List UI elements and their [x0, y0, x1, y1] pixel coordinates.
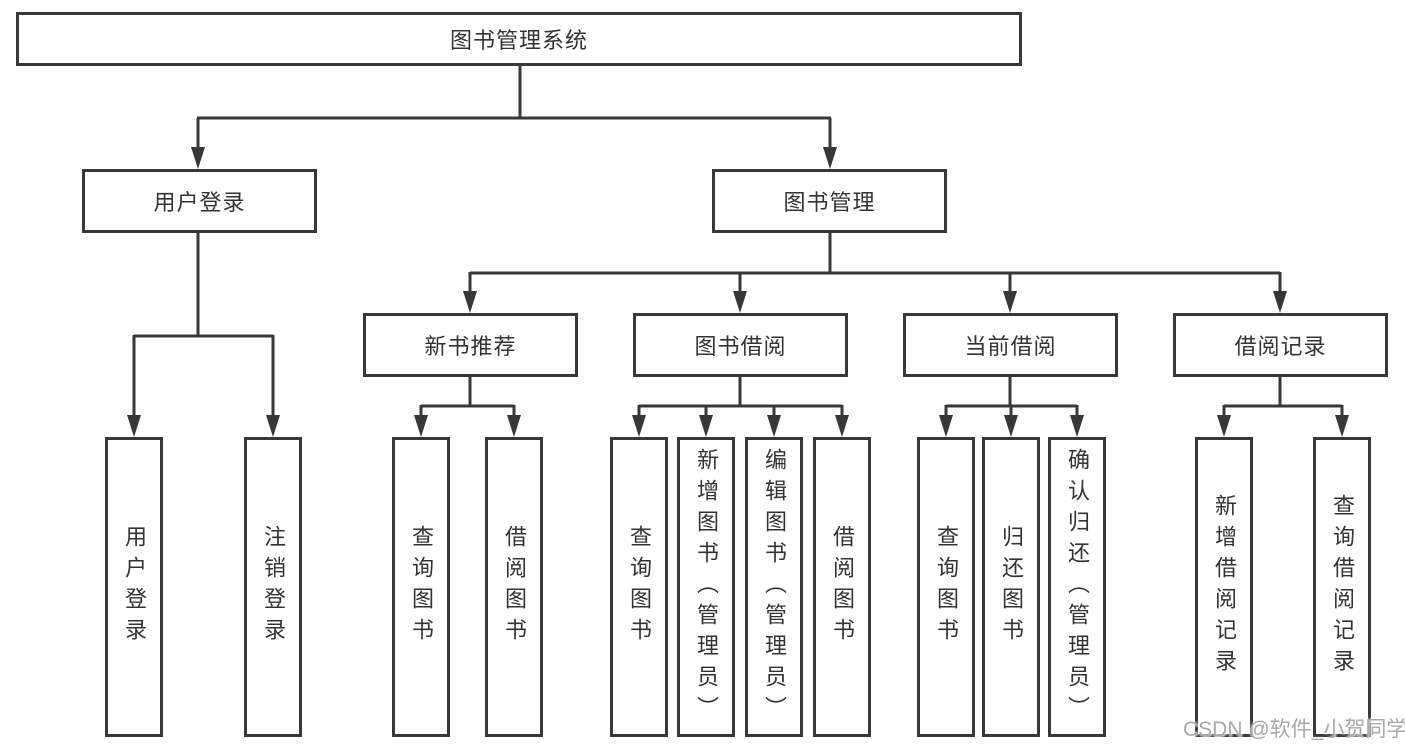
- node-current-borrow: 当前借阅: [903, 313, 1118, 377]
- connector-book-borrow-children: [632, 377, 849, 437]
- connector-borrow-records-children: [1217, 377, 1349, 437]
- node-label: 借阅图书: [830, 525, 855, 649]
- node-borrow-records: 借阅记录: [1173, 313, 1388, 377]
- node-new-book-recommend: 新书推荐: [363, 313, 578, 377]
- leaf-query-books-current: 查询图书: [917, 437, 975, 737]
- connector-current-borrow-children: [939, 377, 1084, 437]
- leaf-query-borrow-record: 查询借阅记录: [1313, 437, 1371, 737]
- node-label: 归还图书: [999, 525, 1024, 649]
- node-label: 注销登录: [261, 525, 286, 649]
- connector-new-book-children: [414, 377, 521, 437]
- node-label: 查询图书: [409, 525, 434, 649]
- node-label: 当前借阅: [964, 334, 1057, 359]
- node-label: 查询借阅记录: [1330, 494, 1355, 680]
- node-library-system-root: 图书管理系统: [16, 12, 1022, 66]
- node-book-management: 图书管理: [712, 169, 947, 233]
- leaf-query-books-recommend: 查询图书: [392, 437, 450, 737]
- leaf-add-borrow-record: 新增借阅记录: [1195, 437, 1253, 737]
- node-label: 新书推荐: [424, 334, 517, 359]
- node-label: 确认归还（管理员）: [1065, 447, 1090, 727]
- node-label: 借阅记录: [1234, 334, 1327, 359]
- leaf-return-book: 归还图书: [982, 437, 1040, 737]
- leaf-borrow-books-recommend: 借阅图书: [485, 437, 543, 737]
- csdn-watermark: CSDN @软件_小贺同学: [1183, 718, 1405, 741]
- node-label: 新增图书（管理员）: [694, 447, 719, 727]
- node-user-login: 用户登录: [82, 169, 317, 233]
- node-label: 图书管理: [783, 190, 876, 215]
- leaf-borrow-books: 借阅图书: [813, 437, 871, 737]
- node-label: 用户登录: [153, 190, 246, 215]
- node-book-borrow: 图书借阅: [633, 313, 848, 377]
- node-label: 借阅图书: [502, 525, 527, 649]
- leaf-add-book-admin: 新增图书（管理员）: [677, 437, 735, 737]
- node-label: 新增借阅记录: [1212, 494, 1237, 680]
- node-label: 查询图书: [934, 525, 959, 649]
- node-label: 用户登录: [122, 525, 147, 649]
- leaf-query-books-borrow: 查询图书: [610, 437, 668, 737]
- node-label: 编辑图书（管理员）: [762, 447, 787, 727]
- connector-book-management-children: [463, 233, 1287, 313]
- leaf-logout: 注销登录: [244, 437, 302, 737]
- node-label: 图书管理系统: [449, 28, 588, 53]
- node-label: 图书借阅: [694, 334, 787, 359]
- leaf-edit-book-admin: 编辑图书（管理员）: [745, 437, 803, 737]
- connector-user-login-children: [127, 233, 280, 437]
- leaf-confirm-return-admin: 确认归还（管理员）: [1048, 437, 1106, 737]
- leaf-user-login: 用户登录: [105, 437, 163, 737]
- connector-root-to-level2: [191, 64, 837, 169]
- node-label: 查询图书: [627, 525, 652, 649]
